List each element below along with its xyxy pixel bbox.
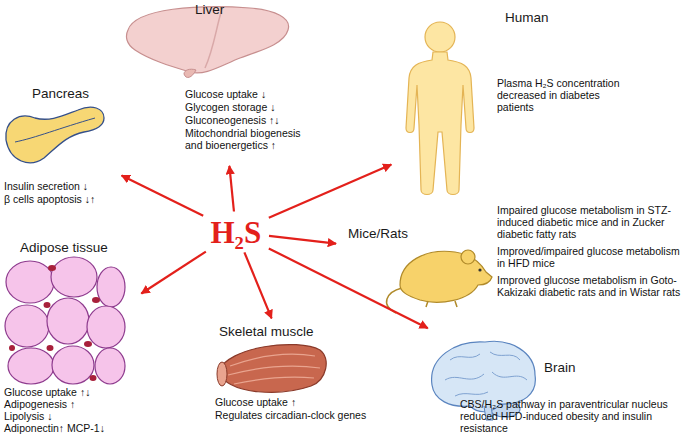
organ-group: Adipose tissueGlucose uptake ↑↓Adipogene… bbox=[0, 238, 138, 443]
nucleus bbox=[90, 375, 97, 381]
effect-text: Glycogen storage ↓ bbox=[185, 101, 320, 113]
muscle-shape bbox=[218, 345, 326, 393]
effect-arrow bbox=[269, 248, 428, 328]
effect-text: Glucose uptake ↓ bbox=[185, 88, 320, 100]
nucleus bbox=[9, 345, 15, 351]
molecule-label: H₂S bbox=[211, 217, 262, 248]
effect-text: Lipolysis ↓ bbox=[4, 410, 134, 422]
effect-arrow bbox=[269, 236, 336, 244]
effect-text: Impaired glucose metabolism in STZ-induc… bbox=[497, 204, 685, 240]
effect-text: Mitochondrial biogenesis and bioenergeti… bbox=[185, 127, 320, 151]
organ-heading: Liver bbox=[195, 2, 224, 18]
pancreas-illustration bbox=[6, 107, 104, 163]
organ-heading: Mice/Rats bbox=[348, 226, 408, 242]
effect-text: Improved glucose metabolism in Goto-Kaki… bbox=[497, 274, 685, 298]
mouse-illustration bbox=[387, 250, 492, 313]
organ-group: PancreasInsulin secretion ↓β cells apopt… bbox=[0, 82, 118, 207]
effect-arrow bbox=[122, 175, 204, 215]
fat-cell bbox=[47, 298, 89, 344]
effect-text: Gluconeogenesis ↑↓ bbox=[185, 114, 320, 126]
fat-cell bbox=[97, 267, 125, 307]
effect-text: Adiponectin↑ MCP-1↓ bbox=[4, 422, 134, 434]
organ-group: Skeletal muscleGlucose uptake ↑Regulates… bbox=[205, 322, 385, 428]
organ-heading: Brain bbox=[544, 360, 576, 376]
nucleus bbox=[44, 302, 51, 308]
effect-arrow bbox=[141, 252, 205, 294]
brain-gyri bbox=[445, 352, 527, 396]
fat-cell bbox=[95, 348, 125, 384]
pancreatic-duct bbox=[15, 118, 95, 142]
human-body bbox=[406, 52, 474, 195]
organ-group: Mice/Rats Impaired glucose metabolism in … bbox=[340, 200, 687, 328]
human-illustration bbox=[406, 22, 474, 195]
adipose-illustration bbox=[5, 257, 125, 384]
cell-nuclei bbox=[9, 265, 100, 381]
effect-text: Regulates circadian-clock genes bbox=[215, 409, 380, 421]
fat-cell bbox=[52, 346, 94, 384]
fat-cell bbox=[51, 257, 97, 297]
organ-heading: Adipose tissue bbox=[20, 240, 108, 256]
organ-group: BrainCBS/H₂S pathway in paraventricular … bbox=[400, 330, 686, 442]
effect-text: Plasma H₂S concentration decreased in di… bbox=[497, 77, 627, 113]
fat-cell bbox=[5, 305, 49, 347]
mouse-feet bbox=[426, 301, 457, 307]
organ-group: LiverGlucose uptake ↓Glycogen storage ↓G… bbox=[120, 2, 322, 162]
mouse-body bbox=[400, 251, 492, 302]
gallbladder bbox=[184, 69, 196, 77]
muscle-illustration bbox=[217, 345, 326, 393]
organ-group: HumanPlasma H₂S concentration decreased … bbox=[395, 5, 685, 195]
effect-text: Glucose uptake ↑ bbox=[215, 396, 380, 408]
mouse-ear bbox=[461, 250, 475, 264]
effect-text: Adipogenesis ↑ bbox=[4, 398, 134, 410]
liver-illustration bbox=[126, 7, 288, 78]
nucleus bbox=[47, 345, 54, 351]
effect-arrow bbox=[244, 252, 271, 318]
organ-heading: Pancreas bbox=[32, 86, 89, 102]
fat-cell bbox=[87, 306, 125, 348]
mouse-eye bbox=[478, 268, 481, 271]
effect-text: CBS/H₂S pathway in paraventricular nucle… bbox=[460, 398, 682, 434]
effect-arrow bbox=[269, 165, 391, 218]
organ-heading: Human bbox=[505, 10, 549, 26]
nucleus bbox=[92, 297, 100, 303]
muscle-end bbox=[217, 362, 227, 386]
molecule-node: H₂S bbox=[205, 214, 267, 251]
nucleus bbox=[48, 265, 56, 271]
muscle-fibers bbox=[228, 354, 320, 384]
organ-heading: Skeletal muscle bbox=[219, 324, 314, 340]
effect-text: β cells apoptosis ↓↑ bbox=[4, 193, 116, 205]
fat-cell bbox=[6, 261, 54, 303]
liver-lobe-line bbox=[205, 9, 222, 68]
effect-text: Improved/impaired glucose metabolism in … bbox=[497, 245, 685, 269]
pancreas-shape bbox=[6, 107, 104, 163]
human-head bbox=[425, 22, 455, 52]
nucleus bbox=[84, 341, 92, 347]
effect-arrow bbox=[229, 166, 234, 212]
fat-cell bbox=[8, 348, 54, 384]
effect-text: Glucose uptake ↑↓ bbox=[4, 386, 134, 398]
effect-text: Insulin secretion ↓ bbox=[4, 180, 116, 192]
